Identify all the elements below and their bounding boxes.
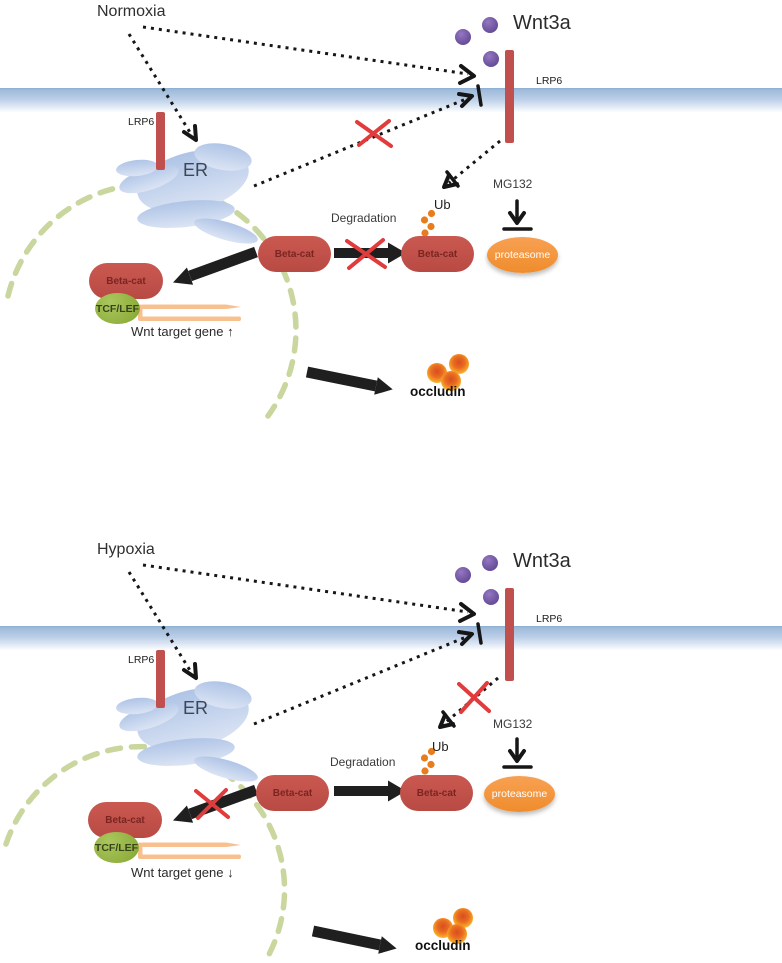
proteasome: proteasome xyxy=(487,237,558,273)
degradation-label: Degradation xyxy=(330,755,396,769)
beta-cat-nuclear: Beta-cat xyxy=(89,263,163,299)
ub-label: Ub xyxy=(434,197,451,212)
dotted-arrow-condition-to-lrp6 xyxy=(142,563,476,623)
tcf-lef-ellipse: TCF/LEF xyxy=(94,832,139,863)
nuclear-import-arrow xyxy=(173,246,258,285)
lrp6-label: LRP6 xyxy=(536,613,563,625)
mg132-label: MG132 xyxy=(493,177,533,191)
er-blob xyxy=(116,143,258,244)
condition-label: Hypoxia xyxy=(97,541,155,558)
er-label: ER xyxy=(183,698,209,718)
occludin-arrow xyxy=(305,366,393,395)
er-blob xyxy=(116,681,258,782)
beta-cat-nuclear: Beta-cat xyxy=(88,802,162,838)
occludin-dot xyxy=(441,371,461,391)
dotted-arrow-condition-to-er xyxy=(127,33,198,142)
mg132-label: MG132 xyxy=(493,717,533,731)
nuclear-import-arrow xyxy=(173,784,258,823)
wnt-ligand-dot xyxy=(483,51,499,67)
degradation-label: Degradation xyxy=(331,211,397,225)
lrp6-er-bar xyxy=(156,112,165,170)
dotted-arrow-lrp6-to-ub xyxy=(442,139,501,189)
lrp6-er-bar xyxy=(156,650,165,708)
inhibition-x-degradation xyxy=(345,238,387,270)
tcf-lef-ellipse: TCF/LEF xyxy=(95,293,140,324)
occludin-label: occludin xyxy=(415,938,471,953)
er-label: ER xyxy=(183,160,209,180)
beta-cat-cytoplasm: Beta-cat xyxy=(256,775,329,811)
dotted-arrow-er-to-lrp6 xyxy=(253,84,483,188)
ubiquitin-chain-dots xyxy=(420,209,436,237)
lrp6-receptor-bar xyxy=(505,50,514,143)
mg132-inhibit-arrow xyxy=(502,737,533,769)
normoxia-artwork xyxy=(5,25,533,419)
mg132-inhibit-arrow xyxy=(502,199,533,231)
lrp6-er-label: LRP6 xyxy=(128,116,155,128)
inhibition-x-lrp6-to-ub xyxy=(457,681,491,714)
wnt3a-label: Wnt3a xyxy=(513,12,571,34)
cell-membrane xyxy=(0,88,782,112)
proteasome: proteasome xyxy=(484,776,555,812)
lrp6-label: LRP6 xyxy=(536,75,563,87)
occludin-dot xyxy=(453,908,473,928)
degradation-arrow xyxy=(334,780,406,802)
inhibition-x-nuclear-import xyxy=(194,788,230,820)
hypoxia-artwork xyxy=(3,563,533,963)
cell-membrane xyxy=(0,626,782,650)
wnt-target-gene-dna xyxy=(138,842,241,859)
occludin-arrow xyxy=(311,925,397,954)
condition-label: Normoxia xyxy=(97,3,166,20)
wnt-ligand-dot xyxy=(482,555,498,571)
ubiquitin-chain-dots xyxy=(420,747,436,775)
lrp6-receptor-bar xyxy=(505,588,514,681)
nucleus-envelope xyxy=(5,181,299,419)
occludin-label: occludin xyxy=(410,384,466,399)
panel-hypoxia: Hypoxia Wnt3a LRP6 LRP6 ER Ub MG132 Degr… xyxy=(0,538,782,963)
wnt-target-gene-label: Wnt target gene ↑ xyxy=(131,324,234,339)
wnt-ligand-dot xyxy=(455,29,471,45)
wnt3a-label: Wnt3a xyxy=(513,550,571,572)
occludin-dot xyxy=(449,354,469,374)
occludin-dot xyxy=(447,924,467,944)
dotted-arrow-condition-to-er xyxy=(127,571,198,680)
dotted-arrow-condition-to-lrp6 xyxy=(142,25,476,85)
inhibition-x-er-to-lrp6 xyxy=(355,119,393,148)
wnt-target-gene-dna xyxy=(138,304,241,321)
wnt-target-gene-label: Wnt target gene ↓ xyxy=(131,865,234,880)
beta-cat-cytoplasm: Beta-cat xyxy=(258,236,331,272)
wnt-ligand-dot xyxy=(482,17,498,33)
beta-cat-ubiquitinated: Beta-cat xyxy=(400,775,473,811)
ub-label: Ub xyxy=(432,739,449,754)
wnt-ligand-dot xyxy=(483,589,499,605)
wnt-ligand-dot xyxy=(455,567,471,583)
beta-cat-ubiquitinated: Beta-cat xyxy=(401,236,474,272)
panel-normoxia: Normoxia Wnt3a LRP6 LRP6 ER Ub MG132 Deg… xyxy=(0,0,782,425)
dotted-arrow-er-to-lrp6 xyxy=(253,622,483,726)
lrp6-er-label: LRP6 xyxy=(128,654,155,666)
